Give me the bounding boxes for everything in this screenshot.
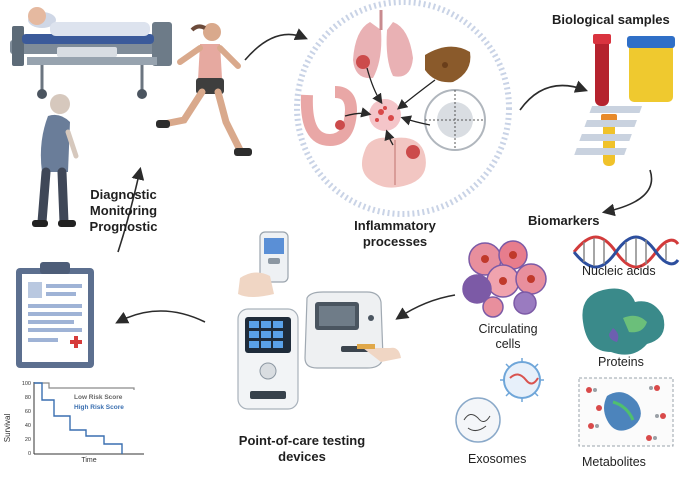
cartridge-reader-icon [304,291,401,369]
poc-line2: devices [278,449,326,464]
low-risk-label: Low Risk Score [74,394,123,401]
metabolites-label: Metabolites [582,455,646,469]
inflammation-organs-diagram [294,0,512,217]
microscope-slides-icon [574,106,643,155]
svg-text:60: 60 [25,409,31,415]
exosome-large [503,361,541,399]
svg-text:40: 40 [25,423,31,429]
clipboard-report-icon [16,262,94,368]
svg-text:0: 0 [28,451,31,457]
blood-tube-icon [595,36,609,106]
urine-container-icon [629,42,673,102]
poc-line1: Point-of-care testing [238,433,366,448]
inflammatory-line1: Inflammatory [354,218,436,233]
diagnostic-label: Diagnostic [90,187,157,202]
exosome-small [455,397,501,443]
metabolites-icon [578,377,674,447]
svg-text:80: 80 [25,395,31,401]
arrow-biomarkers-to-devices [395,294,456,320]
survival-curve-chart: Survival 100 80 60 40 20 0 Low Risk Score Hi… [3,381,144,464]
biological-samples-icon [574,34,675,166]
svg-text:20: 20 [25,437,31,443]
diagnostic-monitoring-prognostic: Diagnostic Monitoring Prognostic [76,187,171,235]
nucleic-acids-label: Nucleic acids [582,264,656,278]
svg-text:100: 100 [22,381,31,387]
arrow-inflammation-to-samples [519,80,588,111]
time-axis-label: Time [81,457,96,464]
runner-icon [156,23,252,156]
inflammatory-line2: processes [362,234,428,249]
benchtop-analyzer-icon [237,308,299,410]
intestine-icon [300,86,358,147]
liver-icon [425,46,471,83]
biomarkers-title: Biomarkers [528,213,600,228]
monitoring-label: Monitoring [89,203,158,218]
circulating-cells-label: Circulating cells [468,322,548,352]
biological-samples-title: Biological samples [552,12,670,27]
handheld-analyzer-icon [238,231,289,297]
high-risk-curve [34,382,123,454]
arrow-devices-to-report [115,310,206,324]
high-risk-label: High Risk Score [74,404,124,411]
exosomes-icon [455,358,544,443]
lungs-icon [353,10,413,79]
inflamed-tissue-icon [369,99,401,131]
circulating-line1: Circulating [478,322,538,336]
circulating-cells-icon [462,240,547,318]
arrow-samples-to-biomarkers [601,169,653,217]
exosomes-label: Exosomes [468,452,527,466]
poc-devices-title: Point-of-care testing devices [222,433,382,465]
brain-icon [361,137,426,188]
arrow-report-to-patient [117,166,145,253]
proteins-label: Proteins [598,355,644,369]
pancreas-cross-section-icon [424,89,486,151]
low-risk-curve [34,382,135,390]
inflammatory-processes-title: Inflammatory processes [330,218,460,250]
hospital-bed-icon [10,7,172,99]
dna-icon [572,235,680,269]
prognostic-label: Prognostic [89,219,158,234]
elderly-patient-icon [32,94,79,227]
survival-axis-label: Survival [3,414,12,443]
arrow-runner-to-inflammation [244,28,308,61]
protein-icon [582,288,665,355]
circulating-line2: cells [495,337,521,351]
